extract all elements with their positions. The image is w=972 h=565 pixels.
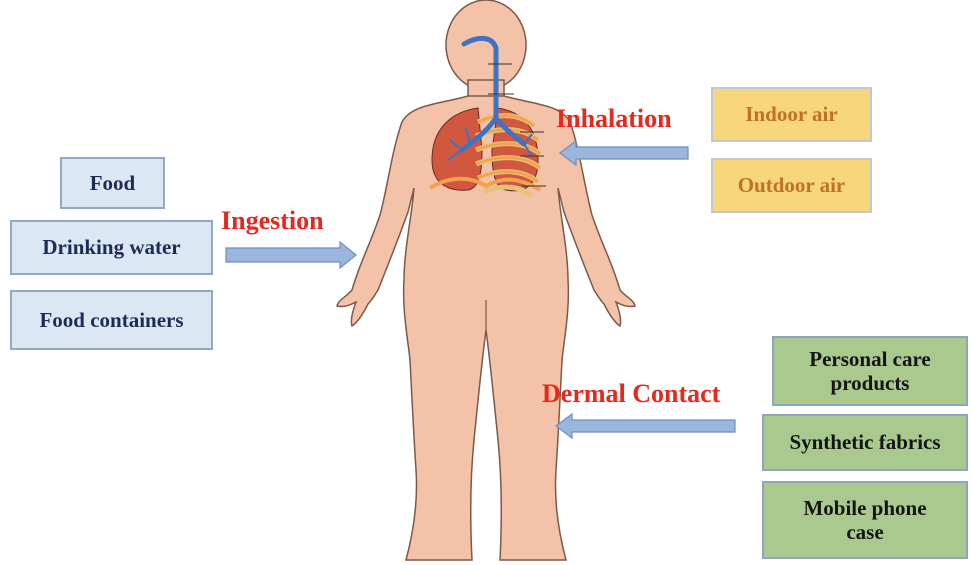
inhalation-arrow-icon — [560, 141, 688, 165]
inhalation-label: Inhalation — [556, 104, 672, 134]
source-synthetic-fabrics: Synthetic fabrics — [762, 414, 968, 471]
source-drinking-water: Drinking water — [10, 220, 213, 275]
dermal-contact-label: Dermal Contact — [542, 379, 720, 409]
source-indoor-air: Indoor air — [711, 87, 872, 142]
source-food-containers: Food containers — [10, 290, 213, 350]
source-mobile-phone-case: Mobile phone case — [762, 481, 968, 559]
source-personal-care-products: Personal care products — [772, 336, 968, 406]
dermal-arrow-icon — [556, 414, 735, 438]
ingestion-label: Ingestion — [221, 206, 324, 236]
source-food: Food — [60, 157, 165, 209]
source-outdoor-air: Outdoor air — [711, 158, 872, 213]
ingestion-arrow-icon — [226, 242, 356, 268]
